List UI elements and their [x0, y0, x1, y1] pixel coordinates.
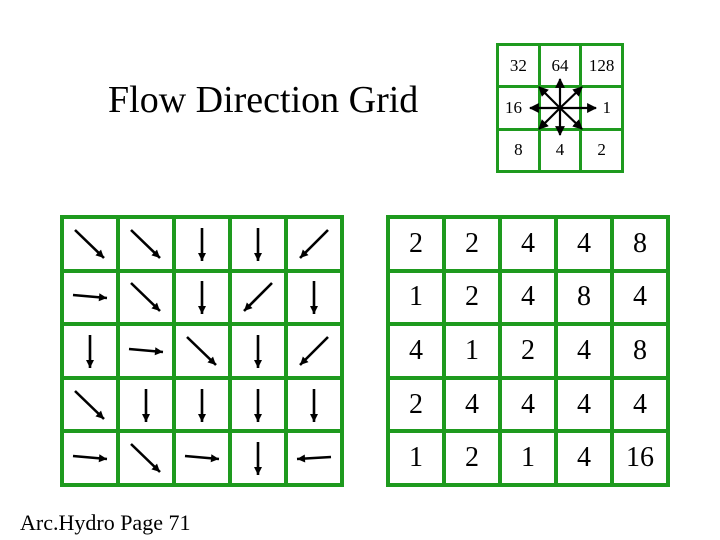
key-cell-center — [540, 88, 580, 128]
grid-cell-arrow — [64, 272, 116, 323]
grid-cell-value: 2 — [446, 433, 498, 483]
grid-cell-value: 8 — [558, 272, 610, 323]
grid-cell-value: 2 — [502, 326, 554, 376]
arrow-south-icon — [254, 334, 262, 368]
arrow-south-icon — [198, 281, 206, 315]
grid-cell-arrow — [120, 272, 172, 323]
grid-cell-value: 4 — [390, 326, 442, 376]
grid-cell-arrow — [64, 326, 116, 376]
grid-cell-arrow — [176, 433, 228, 483]
arrow-east-icon — [72, 454, 108, 463]
grid-cell-value: 1 — [446, 326, 498, 376]
grid-cell-arrow — [288, 379, 340, 430]
arrow-south-icon — [142, 388, 150, 422]
grid-cell-arrow — [288, 433, 340, 483]
arrow-south-icon — [198, 227, 206, 261]
grid-cell-value: 8 — [614, 219, 666, 269]
grid-cell-arrow — [232, 272, 284, 323]
arrow-east-icon — [184, 454, 220, 463]
key-cell: 64 — [540, 46, 580, 86]
arrow-southeast-icon — [130, 282, 161, 313]
arrow-east-icon — [72, 293, 108, 302]
arrow-southeast-icon — [74, 228, 105, 259]
diagram-title: Flow Direction Grid — [108, 79, 419, 121]
direction-key-grid: 32 64 128 16 1 8 4 2 — [496, 43, 624, 173]
arrow-west-icon — [296, 454, 332, 463]
grid-cell-arrow — [232, 326, 284, 376]
grid-cell-value: 4 — [558, 326, 610, 376]
grid-cell-value: 2 — [446, 219, 498, 269]
grid-cell-value: 2 — [390, 219, 442, 269]
grid-cell-value: 4 — [446, 379, 498, 430]
grid-cell-arrow — [176, 326, 228, 376]
key-cell: 32 — [499, 46, 538, 86]
grid-cell-arrow — [120, 433, 172, 483]
arrow-south-icon — [254, 442, 262, 476]
arrow-southeast-icon — [186, 336, 217, 366]
grid-cell-value: 2 — [390, 379, 442, 430]
grid-cell-arrow — [232, 219, 284, 269]
key-cell: 128 — [582, 46, 621, 86]
grid-cell-arrow — [176, 379, 228, 430]
arrow-southeast-icon — [130, 443, 161, 474]
grid-cell-value: 4 — [502, 272, 554, 323]
grid-cell-value: 4 — [558, 433, 610, 483]
key-cell: 16 — [499, 88, 538, 128]
arrow-south-icon — [254, 388, 262, 422]
grid-cell-arrow — [288, 326, 340, 376]
key-cell: 2 — [582, 130, 621, 170]
grid-cell-value: 2 — [446, 272, 498, 323]
arrow-south-icon — [254, 227, 262, 261]
grid-cell-arrow — [120, 379, 172, 430]
grid-cell-value: 4 — [558, 219, 610, 269]
arrow-southeast-icon — [74, 389, 105, 420]
grid-cell-arrow — [232, 433, 284, 483]
arrow-south-icon — [198, 388, 206, 422]
arrow-southwest-icon — [299, 228, 329, 259]
grid-cell-value: 4 — [502, 379, 554, 430]
grid-cell-value: 1 — [390, 272, 442, 323]
grid-cell-arrow — [120, 326, 172, 376]
arrow-south-icon — [86, 334, 94, 368]
grid-cell-arrow — [288, 219, 340, 269]
grid-cell-value: 4 — [502, 219, 554, 269]
footer-citation: Arc.Hydro Page 71 — [20, 510, 191, 535]
arrow-south-icon — [310, 281, 318, 315]
grid-cell-value: 4 — [558, 379, 610, 430]
key-cell: 4 — [540, 130, 580, 170]
grid-cell-arrow — [288, 272, 340, 323]
grid-cell-arrow — [64, 433, 116, 483]
grid-cell-value: 4 — [614, 379, 666, 430]
grid-cell-arrow — [64, 379, 116, 430]
arrow-southwest-icon — [299, 336, 329, 366]
key-cell: 1 — [582, 88, 621, 128]
grid-cell-arrow — [176, 272, 228, 323]
grid-cell-value: 1 — [390, 433, 442, 483]
key-cell: 8 — [499, 130, 538, 170]
grid-cell-value: 16 — [614, 433, 666, 483]
grid-cell-value: 1 — [502, 433, 554, 483]
arrow-south-icon — [310, 388, 318, 422]
flow-direction-arrow-grid — [60, 215, 344, 487]
grid-cell-arrow — [64, 219, 116, 269]
grid-cell-value: 8 — [614, 326, 666, 376]
arrow-southeast-icon — [130, 228, 161, 259]
grid-cell-arrow — [120, 219, 172, 269]
arrow-southwest-icon — [243, 282, 273, 313]
arrow-east-icon — [128, 347, 164, 356]
grid-cell-arrow — [176, 219, 228, 269]
grid-cell-value: 4 — [614, 272, 666, 323]
grid-cell-arrow — [232, 379, 284, 430]
